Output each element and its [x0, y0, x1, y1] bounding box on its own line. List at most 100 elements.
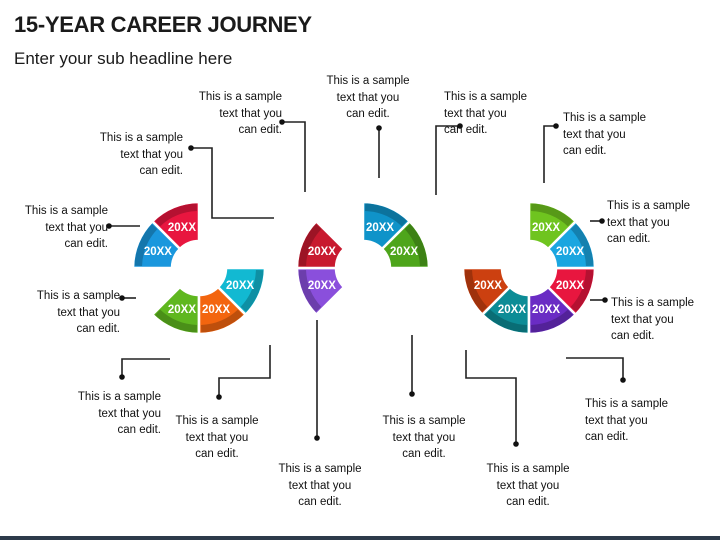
- connector-dots: [106, 119, 626, 447]
- note-line: can edit.: [298, 496, 342, 508]
- connector-dot: [314, 435, 320, 441]
- connector-dot: [513, 441, 519, 447]
- note-line: text that you: [336, 91, 400, 104]
- seg-r7: 20XX: [527, 200, 578, 251]
- note-line: text that you: [585, 414, 648, 427]
- segment-wedge: [527, 200, 578, 251]
- note-bottom-right-2: This is a sample text that you can edit.: [472, 461, 584, 511]
- bottom-bar: [0, 536, 720, 540]
- connector-dot: [106, 223, 112, 229]
- note-line: can edit.: [611, 330, 655, 342]
- segment-label: 20XX: [366, 222, 394, 234]
- note-top-right-2: This is a sample text that you can edit.: [563, 110, 675, 160]
- note-line: can edit.: [444, 124, 488, 136]
- note-line: text that you: [496, 479, 560, 492]
- connector-lines: [109, 121, 624, 444]
- note-right-2: This is a sample text that you can edit.: [611, 295, 720, 345]
- segment-label: 20XX: [390, 246, 418, 258]
- note-line: can edit.: [64, 238, 108, 250]
- note-line: This is a sample: [585, 398, 669, 410]
- seg-r6: 20XX: [546, 219, 597, 270]
- seg-l3: 20XX: [150, 285, 201, 336]
- connector-dot: [553, 123, 559, 129]
- connector-dot: [119, 374, 125, 380]
- segment-rim: [530, 309, 573, 333]
- seg-r1: 20XX: [380, 219, 431, 270]
- note-line: can edit.: [117, 424, 161, 436]
- note-right-1: This is a sample text that you can edit.: [607, 198, 719, 248]
- connector-dot: [602, 297, 608, 303]
- seg-l4: 20XX: [197, 285, 248, 336]
- segment-wedge: [295, 219, 346, 270]
- note-top-center: This is a sample text that you can edit.: [312, 73, 424, 123]
- note-line: This is a sample: [382, 415, 466, 427]
- seg-l5: 20XX: [216, 266, 267, 317]
- segment-label: 20XX: [556, 246, 584, 258]
- note-line: can edit.: [563, 145, 607, 157]
- note-line: text that you: [607, 216, 670, 229]
- segment-wedge: [461, 266, 512, 317]
- note-bottom-left-2: This is a sample text that you can edit.: [161, 413, 273, 463]
- segment-rim: [364, 203, 407, 227]
- seg-l2: 20XX: [131, 219, 182, 270]
- note-line: text that you: [444, 107, 507, 120]
- note-line: text that you: [611, 313, 674, 326]
- segment-wedge: [150, 200, 201, 251]
- segment-rim: [404, 224, 428, 267]
- note-bottom-left-1: This is a sample text that you can edit.: [49, 389, 161, 439]
- segment-rim: [464, 269, 488, 312]
- note-line: can edit.: [506, 496, 550, 508]
- segment-label: 20XX: [498, 304, 526, 316]
- segment-rim: [570, 224, 594, 267]
- segment-rim: [298, 269, 322, 312]
- connector-dot: [599, 218, 605, 224]
- segment-wedge: [546, 219, 597, 270]
- note-line: text that you: [120, 148, 183, 161]
- connector-bottom-right-1: [566, 357, 624, 380]
- seg-r2: 20XX: [461, 266, 512, 317]
- note-line: can edit.: [585, 431, 629, 443]
- segment-rim: [240, 269, 264, 312]
- note-line: can edit.: [195, 448, 239, 460]
- segment-label: 20XX: [144, 246, 172, 258]
- segment-rim: [485, 309, 528, 333]
- note-line: This is a sample: [77, 391, 161, 403]
- note-top-right-1: This is a sample text that you can edit.: [444, 89, 556, 139]
- seg-l1: 20XX: [150, 200, 201, 251]
- note-line: This is a sample: [99, 132, 183, 144]
- note-line: text that you: [98, 407, 161, 420]
- note-line: can edit.: [607, 233, 651, 245]
- page-title: 15-YEAR CAREER JOURNEY: [14, 12, 312, 37]
- connector-bottom-left-2: [218, 345, 271, 397]
- segment-rim: [134, 224, 158, 267]
- note-bottom-center-2: This is a sample text that you can edit.: [368, 413, 480, 463]
- seg-l7: 20XX: [295, 219, 346, 270]
- connector-top-left-1: [282, 121, 306, 192]
- note-top-left-2: This is a sample text that you can edit.: [71, 130, 183, 180]
- segment-label: 20XX: [226, 280, 254, 292]
- note-line: can edit.: [76, 323, 120, 335]
- note-line: text that you: [563, 128, 626, 141]
- segment-wedge: [197, 285, 248, 336]
- segment-label: 20XX: [474, 280, 502, 292]
- segment-wedge: [150, 285, 201, 336]
- note-bottom-center-1: This is a sample text that you can edit.: [264, 461, 376, 511]
- segment-label: 20XX: [532, 304, 560, 316]
- seg-r5: 20XX: [546, 266, 597, 317]
- note-line: This is a sample: [278, 463, 362, 475]
- segment-label: 20XX: [308, 246, 336, 258]
- note-line: text that you: [288, 479, 352, 492]
- segment-wedge: [131, 219, 182, 270]
- segment-rim: [298, 224, 322, 267]
- segment-wedge: [480, 285, 531, 336]
- note-line: This is a sample: [486, 463, 570, 475]
- note-line: text that you: [392, 431, 456, 444]
- note-line: This is a sample: [175, 415, 259, 427]
- segment-label: 20XX: [532, 222, 560, 234]
- connector-dot: [279, 119, 285, 125]
- seg-r3: 20XX: [480, 285, 531, 336]
- connector-dot: [620, 377, 626, 383]
- segment-rim: [155, 203, 198, 227]
- note-line: can edit.: [346, 108, 390, 120]
